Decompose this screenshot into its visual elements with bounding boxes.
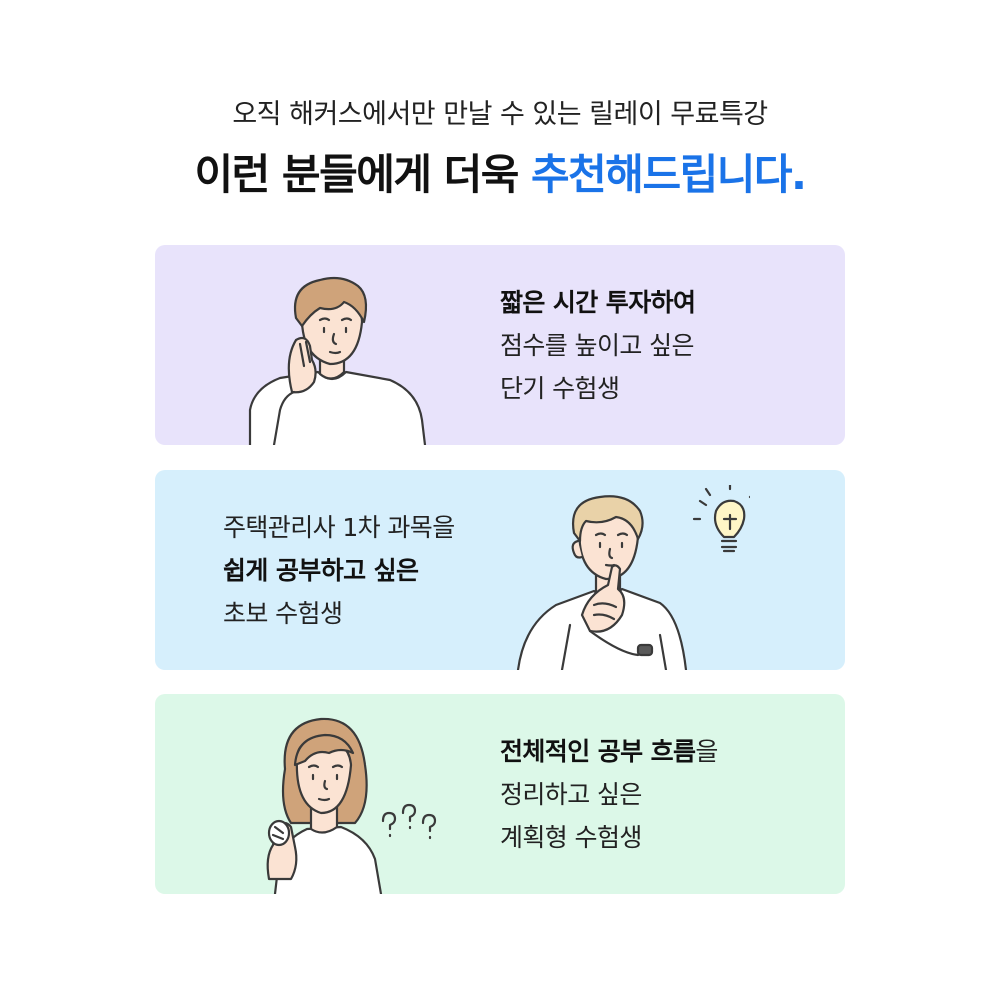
card-2-line-2: 쉽게 공부하고 싶은 xyxy=(223,556,419,585)
subtitle: 오직 해커스에서만 만날 수 있는 릴레이 무료특강 xyxy=(232,99,768,130)
card-3-line-1: 전체적인 공부 흐름을 xyxy=(500,730,718,773)
card-beginner: 주택관리사 1차 과목을 쉽게 공부하고 싶은 초보 수험생 xyxy=(155,470,845,670)
headline: 이런 분들에게 더욱 추천해드립니다. xyxy=(0,141,1000,202)
card-planner: 전체적인 공부 흐름을 정리하고 싶은 계획형 수험생 xyxy=(155,694,845,894)
card-1-line-3: 단기 수험생 xyxy=(500,374,620,403)
card-3-line-2: 정리하고 싶은 xyxy=(500,780,642,809)
card-2-line-1: 주택관리사 1차 과목을 xyxy=(223,513,455,542)
card-1-text: 짧은 시간 투자하여 점수를 높이고 싶은 단기 수험생 xyxy=(500,281,696,410)
headline-main: 이런 분들에게 더욱 xyxy=(194,150,532,199)
headline-accent: 추천해드립니다. xyxy=(531,150,807,199)
lightbulb-man-illustration xyxy=(510,485,750,670)
card-1-line-1: 짧은 시간 투자하여 xyxy=(500,288,696,317)
card-1-line-2: 점수를 높이고 싶은 xyxy=(500,331,695,360)
card-3-line-1-rest: 을 xyxy=(695,737,718,766)
card-3-line-3: 계획형 수험생 xyxy=(500,823,642,852)
card-2-line-3: 초보 수험생 xyxy=(223,599,343,628)
thinking-man-illustration xyxy=(240,260,440,445)
card-2-text: 주택관리사 1차 과목을 쉽게 공부하고 싶은 초보 수험생 xyxy=(223,506,455,635)
card-3-line-1-bold: 전체적인 공부 흐름 xyxy=(500,737,696,766)
questioning-woman-illustration xyxy=(255,709,455,894)
card-short-term: 짧은 시간 투자하여 점수를 높이고 싶은 단기 수험생 xyxy=(155,245,845,445)
card-3-text: 전체적인 공부 흐름을 정리하고 싶은 계획형 수험생 xyxy=(500,730,718,859)
